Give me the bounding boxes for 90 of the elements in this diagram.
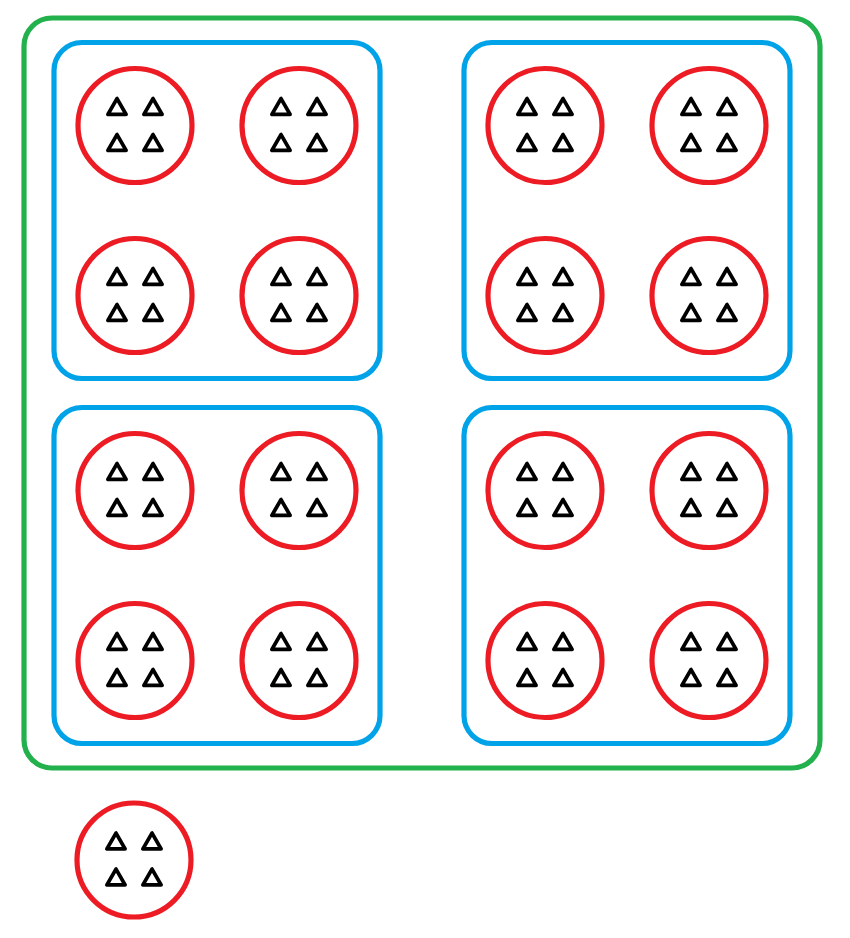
triangle-icon: [306, 132, 328, 153]
triangle-icon: [516, 266, 538, 287]
triangle-icon: [680, 461, 702, 482]
circle-node: [485, 430, 605, 551]
triangle-icon: [105, 867, 127, 887]
triangle-icon: [516, 667, 538, 688]
triangle-icon: [516, 497, 538, 518]
triangle-icon: [552, 631, 574, 652]
triangle-icon: [716, 266, 738, 287]
triangle-icon: [680, 96, 702, 117]
triangle-icon: [306, 497, 328, 518]
triangle-icon: [306, 266, 328, 287]
triangle-icon: [270, 132, 292, 153]
circle-node: [75, 430, 195, 551]
triangle-icon: [306, 667, 328, 688]
triangle-icon: [716, 96, 738, 117]
triangle-icon: [270, 631, 292, 652]
circle-node: [239, 65, 359, 186]
triangle-icon: [516, 302, 538, 323]
circle-node: [649, 430, 769, 551]
triangle-icon: [516, 631, 538, 652]
triangle-icon: [516, 132, 538, 153]
triangle-icon: [106, 96, 128, 117]
circle-node: [75, 600, 195, 721]
triangle-icon: [106, 302, 128, 323]
triangle-icon: [716, 461, 738, 482]
inner-box: [461, 404, 793, 747]
triangle-icon: [306, 461, 328, 482]
triangle-icon: [106, 667, 128, 688]
inner-box: [51, 404, 383, 747]
triangle-icon: [680, 631, 702, 652]
triangle-icon: [716, 302, 738, 323]
triangle-icon: [306, 302, 328, 323]
triangle-icon: [680, 132, 702, 153]
triangle-icon: [142, 132, 164, 153]
triangle-icon: [106, 631, 128, 652]
triangle-icon: [552, 96, 574, 117]
circle-node: [485, 235, 605, 356]
triangle-icon: [270, 96, 292, 117]
triangle-icon: [306, 631, 328, 652]
triangle-icon: [680, 302, 702, 323]
triangle-icon: [552, 132, 574, 153]
circle-node: [239, 235, 359, 356]
triangle-icon: [270, 497, 292, 518]
triangle-icon: [141, 831, 163, 851]
triangle-icon: [680, 497, 702, 518]
triangle-icon: [716, 667, 738, 688]
triangle-icon: [552, 302, 574, 323]
triangle-icon: [552, 667, 574, 688]
triangle-icon: [106, 497, 128, 518]
triangle-icon: [106, 266, 128, 287]
triangle-icon: [552, 461, 574, 482]
triangle-icon: [142, 497, 164, 518]
triangle-icon: [270, 667, 292, 688]
circle-node: [649, 600, 769, 721]
circle-node: [75, 65, 195, 186]
circle-node: [649, 65, 769, 186]
triangle-icon: [716, 132, 738, 153]
triangle-icon: [552, 497, 574, 518]
inner-box: [51, 39, 383, 382]
inner-box: [461, 39, 793, 382]
triangle-icon: [516, 461, 538, 482]
triangle-icon: [680, 667, 702, 688]
triangle-icon: [716, 631, 738, 652]
triangle-icon: [516, 96, 538, 117]
triangle-icon: [306, 96, 328, 117]
triangle-icon: [106, 461, 128, 482]
triangle-icon: [716, 497, 738, 518]
outer-box: [21, 15, 823, 771]
triangle-icon: [270, 302, 292, 323]
triangle-icon: [142, 96, 164, 117]
circle-node: [649, 235, 769, 356]
triangle-icon: [142, 461, 164, 482]
triangle-icon: [270, 266, 292, 287]
circle-node: [485, 600, 605, 721]
circle-node: [485, 65, 605, 186]
triangle-icon: [142, 266, 164, 287]
triangle-icon: [105, 831, 127, 851]
triangle-icon: [552, 266, 574, 287]
circle-node: [239, 430, 359, 551]
triangle-icon: [142, 631, 164, 652]
triangle-icon: [142, 667, 164, 688]
circle-node: [75, 235, 195, 356]
circle-node: [239, 600, 359, 721]
triangle-icon: [142, 302, 164, 323]
circle-node: [74, 800, 194, 920]
triangle-icon: [141, 867, 163, 887]
triangle-icon: [680, 266, 702, 287]
triangle-icon: [106, 132, 128, 153]
triangle-icon: [270, 461, 292, 482]
